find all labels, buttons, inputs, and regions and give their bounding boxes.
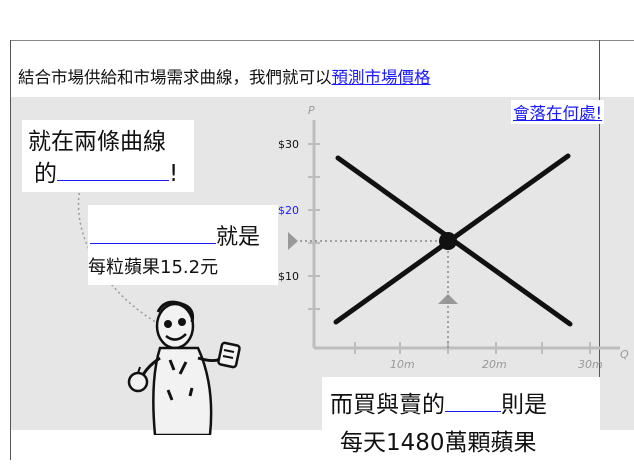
answer-blank-3[interactable]	[445, 392, 501, 412]
bubble1-line2: 的!	[34, 154, 178, 188]
x-tick-label-20m: 20m	[482, 358, 507, 371]
x-tick-label-30m: 30m	[578, 358, 603, 371]
x-axis-label: Q	[620, 348, 629, 361]
bubble3-line1: 而買與賣的 則是	[330, 385, 547, 419]
supply-demand-chart: P Q $30 $20 $10 10m 20m 30m	[278, 104, 629, 371]
answer-blank-1[interactable]	[57, 161, 169, 181]
bubble1-line1: 就在兩條曲線	[28, 129, 166, 155]
y-axis-label: P	[308, 104, 315, 117]
banner-link-2[interactable]: 會落在何處!	[511, 100, 605, 124]
price-marker-icon	[288, 232, 298, 250]
top-banner	[10, 40, 634, 97]
x-tick-label-10m: 10m	[390, 358, 415, 371]
speech-bubble-quantity: 而買與賣的 則是 每天1480萬顆蘋果	[322, 377, 600, 463]
answer-blank-2[interactable]	[90, 224, 216, 244]
banner-text: 結合市場供給和市場需求曲線，我們就可以預測市場價格	[18, 64, 431, 88]
speech-bubble-price: 就是 每粒蘋果15.2元	[88, 205, 278, 285]
bubble2-line2: 每粒蘋果15.2元	[88, 257, 219, 278]
y-tick-label-20: $20	[278, 204, 299, 217]
speech-bubble-curves: 就在兩條曲線 的!	[22, 120, 194, 192]
bubble1-suffix: !	[169, 161, 179, 187]
banner-link-1[interactable]: 預測市場價格	[331, 68, 431, 87]
y-tick-label-10: $10	[278, 270, 299, 283]
banner-lead-text: 結合市場供給和市場需求曲線，我們就可以	[18, 68, 332, 87]
y-tick-label-30: $30	[278, 138, 299, 151]
connector-line	[77, 187, 171, 331]
bubble3-line2: 每天1480萬顆蘋果	[340, 430, 537, 456]
bubble2-line1: 就是	[90, 219, 260, 251]
quantity-marker-icon	[438, 294, 458, 304]
bubble3-suffix: 則是	[501, 392, 547, 418]
equilibrium-point	[439, 232, 457, 250]
bubble2-suffix: 就是	[216, 225, 261, 250]
bubble3-prefix: 而買與賣的	[330, 392, 445, 418]
frame-border	[10, 40, 600, 460]
bubble1-prefix: 的	[34, 161, 57, 187]
character-illustration	[127, 300, 241, 435]
